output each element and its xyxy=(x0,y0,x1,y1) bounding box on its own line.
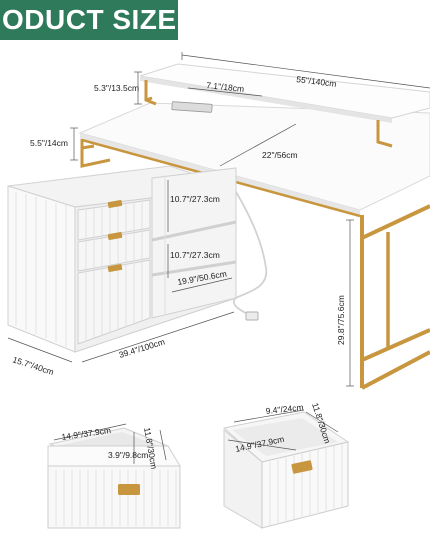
cabinet-open-shelves xyxy=(151,167,237,319)
riser-leg-left xyxy=(144,80,157,106)
desk-leg-right xyxy=(360,204,430,390)
drawer-right-handle xyxy=(291,460,313,474)
drawer-detail-left xyxy=(47,427,181,529)
dim-total-width: 55"/140cm xyxy=(296,74,337,89)
dim-desk-height: 29.8"/75.6cm xyxy=(336,295,346,345)
dim-cabinet-depth: 15.7"/40cm xyxy=(11,354,55,377)
dim-cabinet-gap: 5.5"/14cm xyxy=(30,138,68,148)
drawer-detail-right xyxy=(222,411,350,529)
dim-shelf-h2: 10.7"/27.3cm xyxy=(170,250,220,260)
drawer-left-height: 3.9"/9.8cm xyxy=(108,450,148,460)
riser-shelf-edge xyxy=(140,76,392,123)
drawer-handle-3 xyxy=(107,263,123,273)
dim-shelf-gap: 7.1"/18cm xyxy=(206,80,245,94)
riser-leg-right xyxy=(376,120,393,148)
power-plug xyxy=(245,311,259,321)
dim-desk-depth: 22"/56cm xyxy=(262,150,298,160)
power-outlet xyxy=(171,101,213,113)
product-size-banner: ODUCT SIZE xyxy=(0,0,178,40)
cabinet-drawers xyxy=(15,192,151,347)
drawer-handle-1 xyxy=(107,199,123,209)
dim-riser-height: 5.3"/13.5cm xyxy=(94,83,139,93)
dim-cabinet-width: 39.4"/100cm xyxy=(118,336,166,359)
drawer-right-inner-width: 9.4"/24cm xyxy=(265,402,304,416)
power-cord xyxy=(233,191,267,317)
dim-shelf-h1: 10.7"/27.3cm xyxy=(170,194,220,204)
drawer-left-handle xyxy=(118,484,140,495)
cabinet-front xyxy=(7,185,76,353)
desk-frame-left xyxy=(80,139,111,168)
drawer-handle-2 xyxy=(107,231,123,241)
